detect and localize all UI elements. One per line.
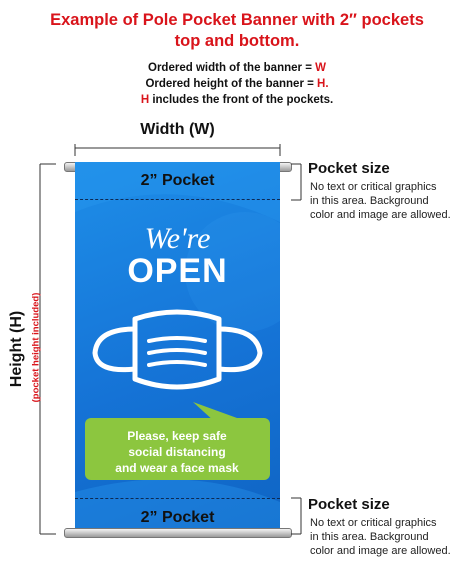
top-pocket-size-heading: Pocket size <box>308 160 390 177</box>
width-label: Width (W) <box>140 121 215 138</box>
height-label: Height (H) <box>8 310 25 388</box>
width-definition: Ordered width of the banner = W <box>0 61 474 76</box>
height-dimension-bracket <box>39 163 56 535</box>
includes-note: H includes the front of the pockets. <box>0 93 474 108</box>
top-pocket-size-line-1: No text or critical graphics <box>310 181 437 193</box>
includes-variable: H <box>140 94 150 106</box>
top-pocket-line <box>75 199 280 200</box>
banner: 2” Pocket We're OPEN Please, keep safe s… <box>75 162 280 536</box>
top-pocket-label: 2” Pocket <box>140 172 215 189</box>
width-definition-text: Ordered width of the banner = <box>148 62 316 74</box>
bottom-pocket-size-line-1: No text or critical graphics <box>310 517 437 529</box>
height-variable: H. <box>317 78 329 90</box>
bottom-pocket-size-heading: Pocket size <box>308 496 390 513</box>
title-line-2: top and bottom. <box>174 32 300 50</box>
top-pocket-size-line-3: color and image are allowed. <box>310 209 451 221</box>
includes-text: includes the front of the pockets. <box>149 94 334 106</box>
bottom-pocket-size-line-3: color and image are allowed. <box>310 545 451 557</box>
open-text: OPEN <box>127 252 228 290</box>
bottom-pocket-size-line-2: in this area. Background <box>310 531 429 543</box>
message-line-3: and wear a face mask <box>115 461 239 475</box>
height-definition: Ordered height of the banner = H. <box>0 77 474 92</box>
message-line-1: Please, keep safe <box>127 429 227 443</box>
were-text: We're <box>144 222 211 255</box>
message-line-2: social distancing <box>128 445 226 459</box>
bottom-pocket-line <box>75 498 280 499</box>
pocket-brackets <box>291 163 302 535</box>
face-mask-icon <box>92 309 263 390</box>
title-line-1: Example of Pole Pocket Banner with 2″ po… <box>50 11 424 29</box>
height-note-container: (pocket height included) <box>26 250 46 450</box>
bottom-pocket-label: 2” Pocket <box>140 509 215 526</box>
message-bubble <box>85 402 270 480</box>
width-dimension-bracket <box>74 144 281 156</box>
height-definition-text: Ordered height of the banner = <box>145 78 318 90</box>
width-variable: W <box>315 62 326 74</box>
background-swoosh <box>75 162 280 536</box>
bottom-pole <box>64 528 292 538</box>
top-pocket-size-line-2: in this area. Background <box>310 195 429 207</box>
height-note: (pocket height included) <box>30 292 42 403</box>
